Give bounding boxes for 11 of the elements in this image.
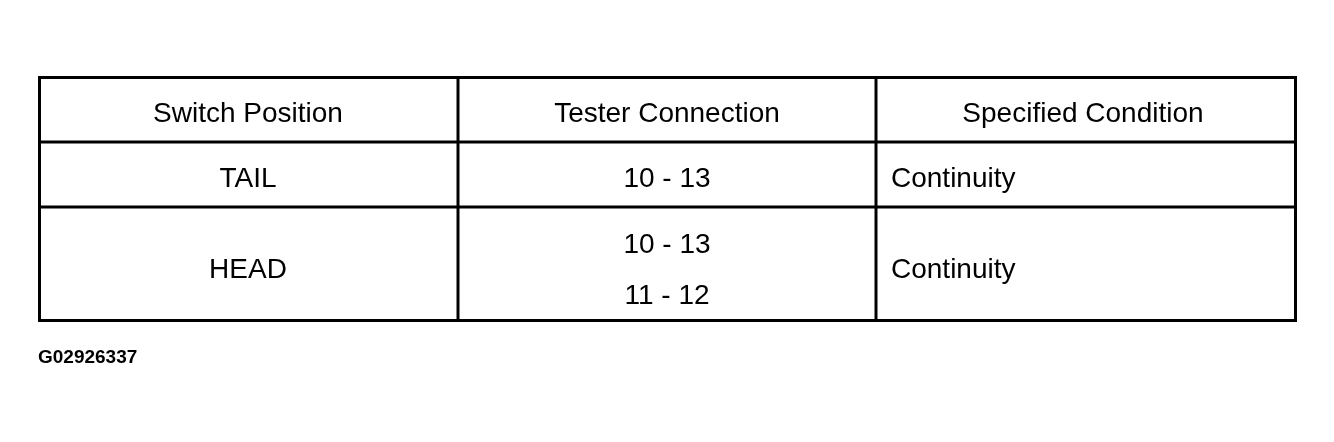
condition-text: Continuity [891,161,1016,195]
condition-text: Continuity [891,252,1016,286]
column-header: Tester Connection [554,96,780,130]
switch-position-text: HEAD [209,252,287,286]
switch-position-text: TAIL [219,161,277,195]
terminal-pair-text: 10 - 13 [623,227,711,261]
figure-code: G02926337 [38,346,138,368]
column-header: Switch Position [153,96,343,130]
terminal-pair-text: 11 - 12 [624,278,710,312]
column-header: Specified Condition [962,96,1204,130]
terminal-pair-text: 10 - 13 [623,161,711,195]
